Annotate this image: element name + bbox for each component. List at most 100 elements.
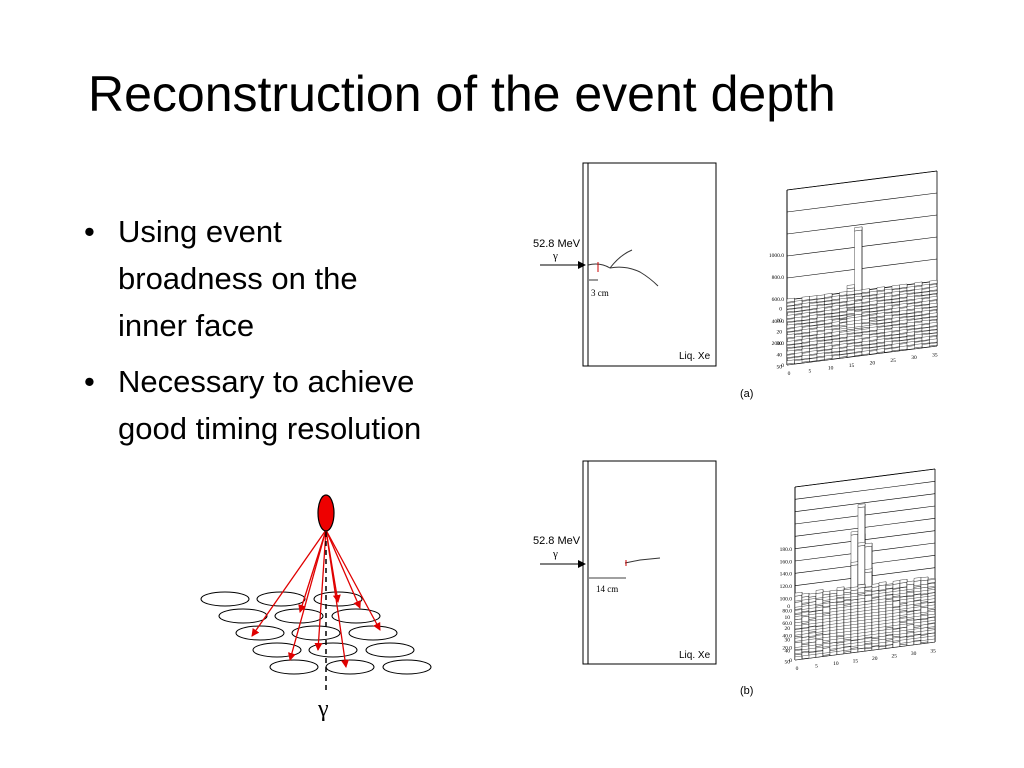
z-tick-label: 0 — [781, 363, 784, 369]
bar-top — [861, 340, 870, 346]
medium-label: Liq. Xe — [679, 650, 711, 661]
z-tick-label: 140.0 — [780, 572, 793, 578]
bar-top — [891, 326, 900, 332]
pmt-ellipse — [331, 608, 381, 624]
gamma-label: γ — [317, 696, 329, 722]
bar-top — [809, 295, 818, 300]
bullet-marker: • — [84, 214, 95, 249]
bar-top — [850, 530, 859, 536]
bar-top — [824, 309, 833, 315]
bar-top — [929, 286, 938, 291]
bar-top — [864, 542, 873, 548]
y-tick-label: 20 — [785, 626, 791, 632]
bar-top — [906, 305, 915, 310]
pmt-ellipse — [269, 659, 319, 675]
bar-top — [899, 329, 908, 334]
pmt-array — [200, 591, 432, 675]
bar-top — [854, 338, 863, 343]
y-tick-label: 50 — [785, 659, 791, 665]
bar-top — [891, 317, 900, 322]
y-tick-label: 10 — [785, 615, 791, 621]
gamma-symbol: γ — [552, 250, 558, 262]
z-tick-label: 60.0 — [782, 621, 792, 627]
bar-top — [836, 586, 845, 591]
bar-top — [794, 592, 803, 597]
bar-top — [846, 345, 855, 351]
z-tick-label: 1000.0 — [769, 253, 784, 259]
detector-box — [582, 460, 717, 665]
bar-top — [871, 583, 880, 588]
x-tick-label: 35 — [932, 353, 938, 359]
histogram-bars — [794, 503, 936, 661]
bar-top — [831, 331, 840, 336]
bar-top — [831, 321, 840, 326]
detector-sketch-b: 52.8 MeV γ 14 cm Liq. Xe (b) — [533, 460, 753, 697]
bar-face — [864, 594, 873, 602]
gamma-symbol: γ — [552, 548, 558, 560]
bar-top — [914, 281, 923, 287]
y-tick-label: 20 — [777, 329, 783, 335]
x-tick-label: 25 — [891, 654, 897, 660]
x-tick-label: 0 — [796, 666, 799, 672]
light-ray — [314, 529, 327, 651]
z-tick-label: 800.0 — [772, 275, 785, 281]
bar-top — [831, 340, 840, 346]
bar-top — [929, 279, 938, 285]
bar-top — [861, 350, 870, 355]
bar-top — [869, 300, 878, 305]
shower-track — [587, 263, 659, 287]
bar-face — [892, 600, 901, 608]
bar-top — [899, 345, 908, 351]
z-tick-label: 100.0 — [780, 596, 793, 602]
energy-label: 52.8 MeV — [533, 238, 581, 250]
pmt-ellipse — [274, 608, 324, 624]
bar-top — [854, 226, 863, 232]
pmt-ellipse — [382, 659, 432, 675]
bar-top — [801, 328, 810, 334]
lego-plot-b: 180.0160.0140.0120.0100.080.060.040.020.… — [780, 468, 936, 672]
bar-top — [884, 305, 893, 310]
bar-top — [809, 314, 818, 320]
distance-label: 3 cm — [591, 288, 609, 298]
histogram-bars — [786, 226, 938, 366]
z-tick-label: 400.0 — [772, 319, 785, 325]
bar-top — [876, 338, 885, 344]
bar-top — [891, 343, 900, 348]
bar-top — [850, 561, 859, 566]
bar-top — [801, 338, 810, 343]
light-ray — [325, 529, 361, 609]
bar-top — [822, 590, 831, 596]
bar-face — [822, 606, 831, 614]
x-tick-label: 35 — [930, 649, 936, 655]
bar-top — [801, 302, 810, 308]
z-tick-label: 80.0 — [782, 609, 792, 615]
light-ray — [325, 529, 381, 631]
bar-top — [786, 359, 795, 365]
bar-top — [839, 343, 848, 348]
pmt-ellipse — [308, 642, 358, 658]
bullet-list: • Using event broadness on the inner fac… — [78, 208, 518, 461]
light-ray — [325, 529, 341, 603]
y-tick-label: 0 — [779, 306, 782, 312]
medium-label: Liq. Xe — [679, 351, 711, 362]
bar-top — [846, 335, 855, 341]
bar-top — [857, 503, 866, 508]
panel-label: (b) — [740, 685, 753, 697]
distance-label: 14 cm — [596, 584, 618, 594]
bar-top — [824, 354, 833, 360]
bar-top — [899, 309, 908, 315]
z-gridline — [786, 192, 938, 213]
z-tick-label: 180.0 — [780, 547, 793, 553]
bar-top — [869, 290, 878, 296]
bar-top — [815, 589, 824, 594]
bar-top — [927, 579, 936, 584]
z-gridline — [794, 481, 936, 500]
bar-top — [861, 298, 870, 303]
bullet-line: good timing resolution — [118, 411, 422, 446]
bar-top — [857, 542, 866, 547]
x-tick-label: 20 — [870, 360, 876, 366]
z-gridline — [794, 468, 936, 488]
bar-top — [929, 302, 938, 308]
